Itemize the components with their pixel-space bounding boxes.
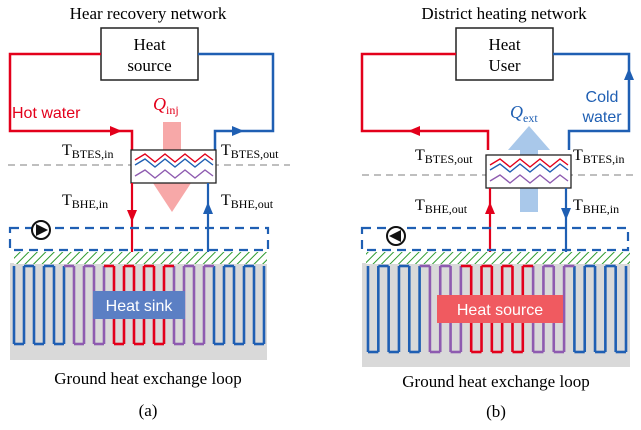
panel-b-borehole-loops [366,264,628,354]
panel-a-cold-arrowhead [232,126,244,136]
panel-b-t-bhe-out-label: TBHE,out [415,197,468,216]
panel-a-title: Hear recovery network [70,4,227,23]
panel-a-heat-sink-box [93,291,185,319]
panel-a-t-bhe-in-label: TBHE,in [62,192,108,211]
panel-b-heat-source-label: Heat source [457,302,543,319]
panel-b-title: District heating network [421,4,587,23]
panel-a-heat-sink-label: Heat sink [106,298,174,315]
panel-b-t-btes-in-label: TBTES,in [573,147,624,166]
panel-a-manifold [8,226,270,252]
panel-a-label: (a) [139,401,158,420]
panel-a-hot-arrowhead [110,126,122,136]
panel-a-caption: Ground heat exchange loop [54,369,241,388]
panel-a-hot-water-label: Hot water [12,105,81,122]
panel-b-t-bhe-in-label: TBHE,in [573,197,619,216]
panel-a-t-bhe-out-label: TBHE,out [221,192,274,211]
panel-b-t-btes-out-label: TBTES,out [415,147,473,166]
panel-b-cold-arrowhead [624,68,634,80]
panel-b-hot-arrowhead [408,126,420,136]
panel-a-t-btes-out-label: TBTES,out [221,142,279,161]
panel-a: Hear recovery network Heat source Hot wa… [8,4,290,420]
panel-a-cold-pipe [198,52,275,150]
panel-b-cold-label-1: Cold [586,89,619,106]
panel-b-box-line2: User [488,56,520,75]
panel-b: District heating network Heat User Cold … [360,4,638,421]
panel-b-heat-user-box [455,27,554,81]
panel-b-label: (b) [486,402,506,421]
panel-b-cold-label-2: water [581,109,622,126]
panel-b-ground-surface [366,252,630,264]
panel-a-t-btes-in-label: TBTES,in [62,142,113,161]
panel-a-borehole-loops [12,264,266,346]
panel-b-hot-pipe [360,52,490,150]
panel-a-box-line1: Heat [133,35,165,54]
panel-b-q-ext-label: Qext [510,102,538,125]
panel-b-manifold [360,226,630,252]
panel-a-box-line2: source [127,56,171,75]
panel-a-ground-surface [14,252,267,264]
panel-b-heat-source-box [437,295,563,323]
panel-a-hot-pipe [8,52,134,150]
panel-b-caption: Ground heat exchange loop [402,372,589,391]
panel-b-cold-pipe [553,52,631,150]
panel-a-heat-source-box [100,27,199,81]
panel-b-box-line1: Heat [488,35,520,54]
panel-a-q-inj-label: Qinj [153,94,179,117]
